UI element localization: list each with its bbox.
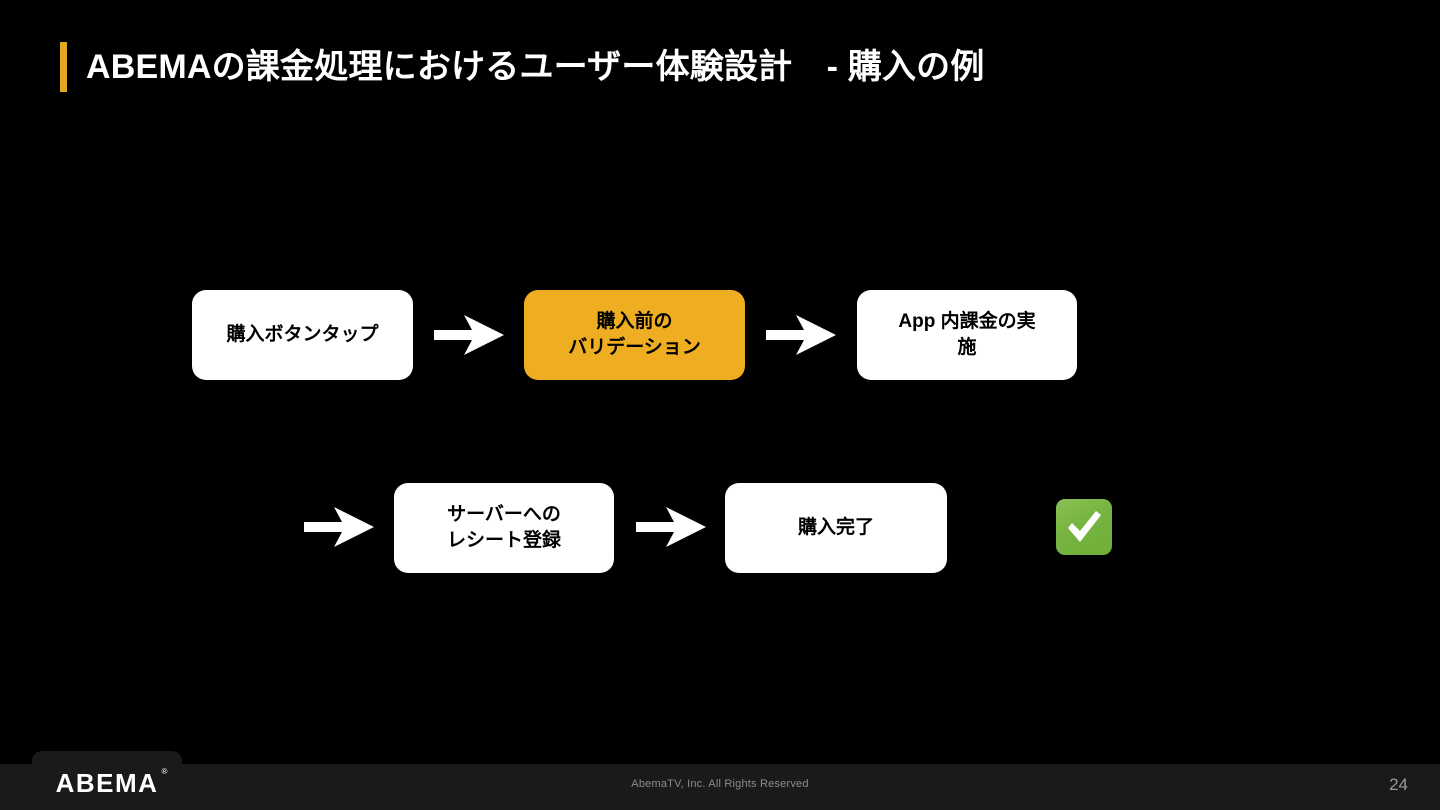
flow-node-in-app-purchase: App 内課金の実施	[857, 290, 1077, 380]
abema-logo: ABEMA ®	[32, 751, 182, 810]
page-title: ABEMAの課金処理におけるユーザー体験設計 - 購入の例	[86, 48, 985, 86]
flow-node-server-receipt-registration: サーバーへの レシート登録	[394, 483, 614, 573]
flow-arrow-4	[636, 505, 708, 549]
footer-copyright: AbemaTV, Inc. All Rights Reserved	[631, 778, 809, 790]
flow-node-label: 購入前の バリデーション	[568, 311, 701, 358]
flow-node-purchase-complete: 購入完了	[725, 483, 947, 573]
flow-node-label: サーバーへの レシート登録	[446, 504, 561, 551]
abema-logo-text: ABEMA	[55, 768, 159, 798]
title-accent-bar	[60, 42, 67, 92]
flow-node-label: App 内課金の実施	[898, 311, 1036, 358]
flow-node-purchase-button-tap: 購入ボタンタップ	[192, 290, 413, 380]
footer-bar	[0, 764, 1440, 810]
flow-node-label: 購入ボタンタップ	[226, 324, 379, 346]
flow-arrow-1	[434, 313, 506, 357]
abema-logo-wrap: ABEMA ®	[55, 764, 168, 798]
flow-node-label: 購入完了	[797, 517, 874, 539]
trademark-icon: ®	[161, 767, 168, 776]
slide-title-row: ABEMAの課金処理におけるユーザー体験設計 - 購入の例	[60, 40, 985, 94]
page-number: 24	[1389, 775, 1408, 794]
check-mark-icon	[1056, 499, 1112, 555]
flow-node-pre-purchase-validation: 購入前の バリデーション	[524, 290, 745, 380]
flow-arrow-3	[304, 505, 376, 549]
flow-arrow-2	[766, 313, 838, 357]
